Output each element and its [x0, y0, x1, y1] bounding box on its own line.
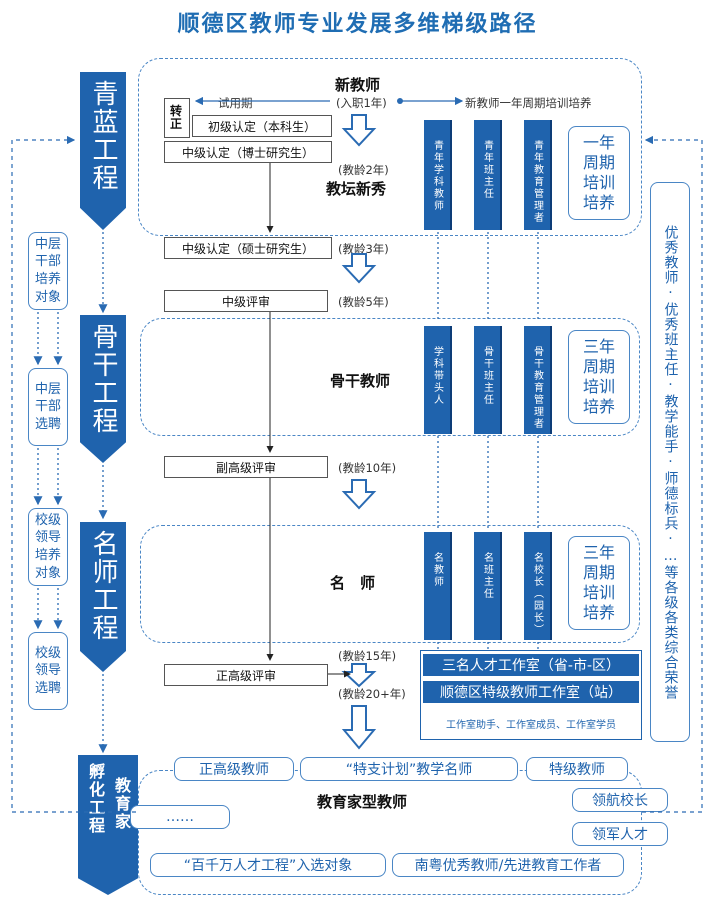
- bar-backbone-manager: 骨干教育管理者: [524, 326, 552, 434]
- studio-special-teacher: 顺德区特级教师工作室（站）: [423, 681, 639, 703]
- one-year-period-box: 一年周期培训培养: [568, 126, 630, 220]
- pill-zhenggao: 正高级教师: [174, 757, 294, 781]
- connector-dot: [397, 98, 403, 104]
- pill-lingjun: 领军人才: [572, 822, 668, 846]
- bar-subject-leader: 学科带头人: [424, 326, 452, 434]
- pill-dots: ……: [130, 805, 230, 829]
- gugan-period-box: 三年周期培训培养: [568, 330, 630, 424]
- left-mid-cadre-candidate: 中层干部培养对象: [28, 232, 68, 310]
- fuhua-label: 孵化工程: [86, 763, 105, 835]
- age2-label: (教龄2年): [338, 163, 389, 177]
- age5-label: (教龄5年): [338, 295, 389, 309]
- jiaotan-label: 教坛新秀: [326, 180, 387, 198]
- page-title: 顺德区教师专业发展多维梯级路径: [177, 12, 538, 37]
- mingshi-teacher-label: 名 师: [330, 574, 376, 592]
- age3-label: (教龄3年): [338, 242, 389, 256]
- pill-nanyue: 南粤优秀教师/先进教育工作者: [392, 853, 624, 877]
- training-label: 新教师一年周期培训培养: [465, 96, 592, 110]
- age10-label: (教龄10年): [338, 461, 397, 475]
- mid-phd-cert-box: 中级认定（博士研究生）: [164, 141, 332, 163]
- mingshi-period-box: 三年周期培训培养: [568, 536, 630, 630]
- hollow-arrow-5: [341, 705, 377, 750]
- hollow-arrow-3: [341, 479, 377, 510]
- bar-famous-class-teacher: 名班主任: [474, 532, 502, 640]
- gugan-teacher-label: 骨干教师: [330, 372, 391, 390]
- senior-review-box: 正高级评审: [164, 664, 328, 686]
- qinglan-label: 青蓝工程: [88, 80, 118, 192]
- gugan-label: 骨干工程: [88, 323, 118, 435]
- mid-master-cert-box: 中级认定（硕士研究生）: [164, 237, 332, 259]
- bar-youth-subject-teacher: 青年学科教师: [424, 120, 452, 230]
- entry-year-label: (入职1年): [336, 96, 387, 110]
- right-honors-column: 优秀教师·优秀班主任·教学能手·师德标兵·…等各级各类综合荣誉: [650, 182, 690, 742]
- zhuanzheng-box: 转正: [164, 98, 190, 138]
- mingshi-arrow: 名师工程: [80, 522, 126, 672]
- studio-three-talents: 三名人才工作室（省-市-区）: [423, 654, 639, 676]
- qinglan-arrow: 青蓝工程: [80, 72, 126, 230]
- pill-baiqian: “百千万人才工程”入选对象: [150, 853, 386, 877]
- bar-backbone-class-teacher: 骨干班主任: [474, 326, 502, 434]
- jiaoyujia-label: 教育家: [112, 777, 131, 831]
- studio-members-label: 工作室助手、工作室成员、工作室学员: [446, 720, 616, 731]
- left-mid-cadre-selection: 中层干部选聘: [28, 368, 68, 446]
- bar-youth-class-teacher: 青年班主任: [474, 120, 502, 230]
- gugan-region: [140, 318, 640, 436]
- new-teacher-region: [138, 58, 642, 236]
- left-school-leader-candidate: 校级领导培养对象: [28, 508, 68, 586]
- age20-label: (教龄20+年): [338, 687, 406, 701]
- gugan-arrow: 骨干工程: [80, 315, 126, 463]
- mingshi-region: [140, 525, 640, 643]
- hollow-arrow-1: [341, 114, 377, 147]
- deputy-senior-review-box: 副高级评审: [164, 456, 328, 478]
- mingshi-label: 名师工程: [88, 530, 118, 642]
- hollow-arrow-4: [341, 663, 377, 688]
- bar-famous-teacher: 名教师: [424, 532, 452, 640]
- pill-tezhi: “特支计划”教学名师: [300, 757, 518, 781]
- bar-famous-principal: 名校长（园长）: [524, 532, 552, 640]
- mid-review-box: 中级评审: [164, 290, 328, 312]
- fuhua-arrow: 孵化工程 教育家: [78, 755, 138, 895]
- trial-period-label: 试用期: [218, 96, 253, 110]
- new-teacher-title: 新教师: [335, 76, 381, 94]
- hollow-arrow-2: [341, 253, 377, 284]
- bar-youth-manager: 青年教育管理者: [524, 120, 552, 230]
- educator-title: 教育家型教师: [316, 793, 407, 811]
- junior-cert-box: 初级认定（本科生）: [192, 115, 332, 137]
- age15-label: (教龄15年): [338, 649, 397, 663]
- left-school-leader-selection: 校级领导选聘: [28, 632, 68, 710]
- pill-linghang: 领航校长: [572, 788, 668, 812]
- pill-teji: 特级教师: [526, 757, 628, 781]
